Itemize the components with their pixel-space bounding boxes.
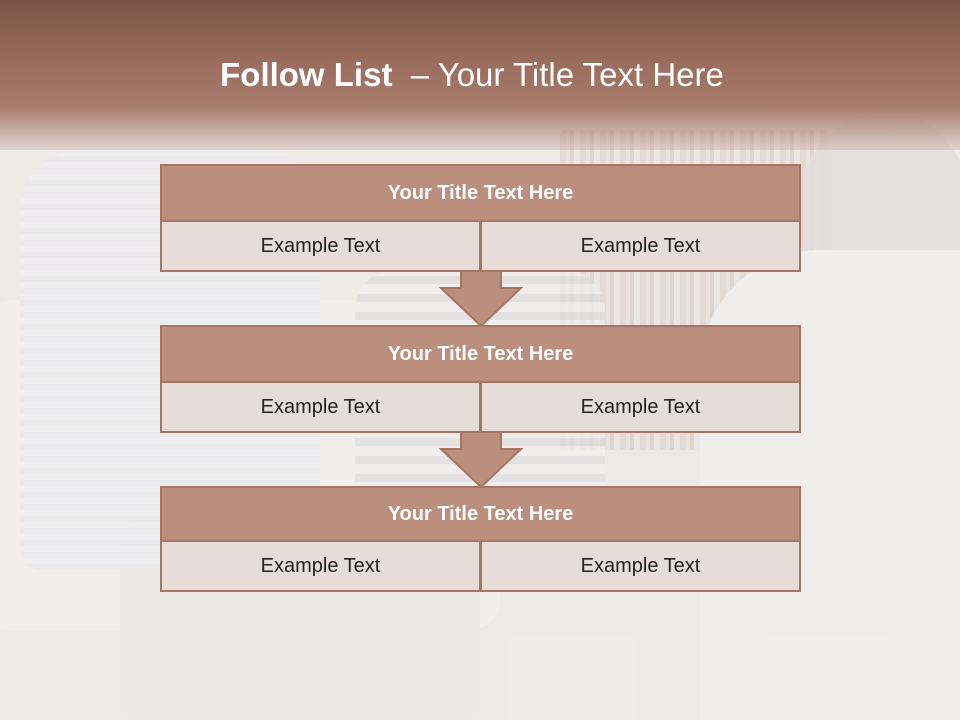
down-arrow-icon (439, 431, 523, 489)
down-arrow-icon (439, 270, 523, 328)
card-cell-right: Example Text (481, 222, 801, 272)
card-row: Example Text Example Text (160, 383, 801, 433)
card-cell-right: Example Text (481, 383, 801, 433)
card-title: Your Title Text Here (160, 325, 801, 383)
title-rest: – Your Title Text Here (392, 56, 724, 93)
card-cell-left: Example Text (160, 383, 481, 433)
page-title: Follow List – Your Title Text Here (0, 56, 944, 94)
card-row: Example Text Example Text (160, 542, 801, 592)
list-card-1: Your Title Text Here Example Text Exampl… (160, 164, 801, 272)
card-cell-right: Example Text (481, 542, 801, 592)
card-cell-left: Example Text (160, 222, 481, 272)
card-cell-left: Example Text (160, 542, 481, 592)
list-card-3: Your Title Text Here Example Text Exampl… (160, 486, 801, 592)
header-band: Follow List – Your Title Text Here (0, 0, 960, 150)
list-card-2: Your Title Text Here Example Text Exampl… (160, 325, 801, 433)
title-bold: Follow List (220, 56, 393, 93)
card-row: Example Text Example Text (160, 222, 801, 272)
card-title: Your Title Text Here (160, 164, 801, 222)
card-title: Your Title Text Here (160, 486, 801, 542)
